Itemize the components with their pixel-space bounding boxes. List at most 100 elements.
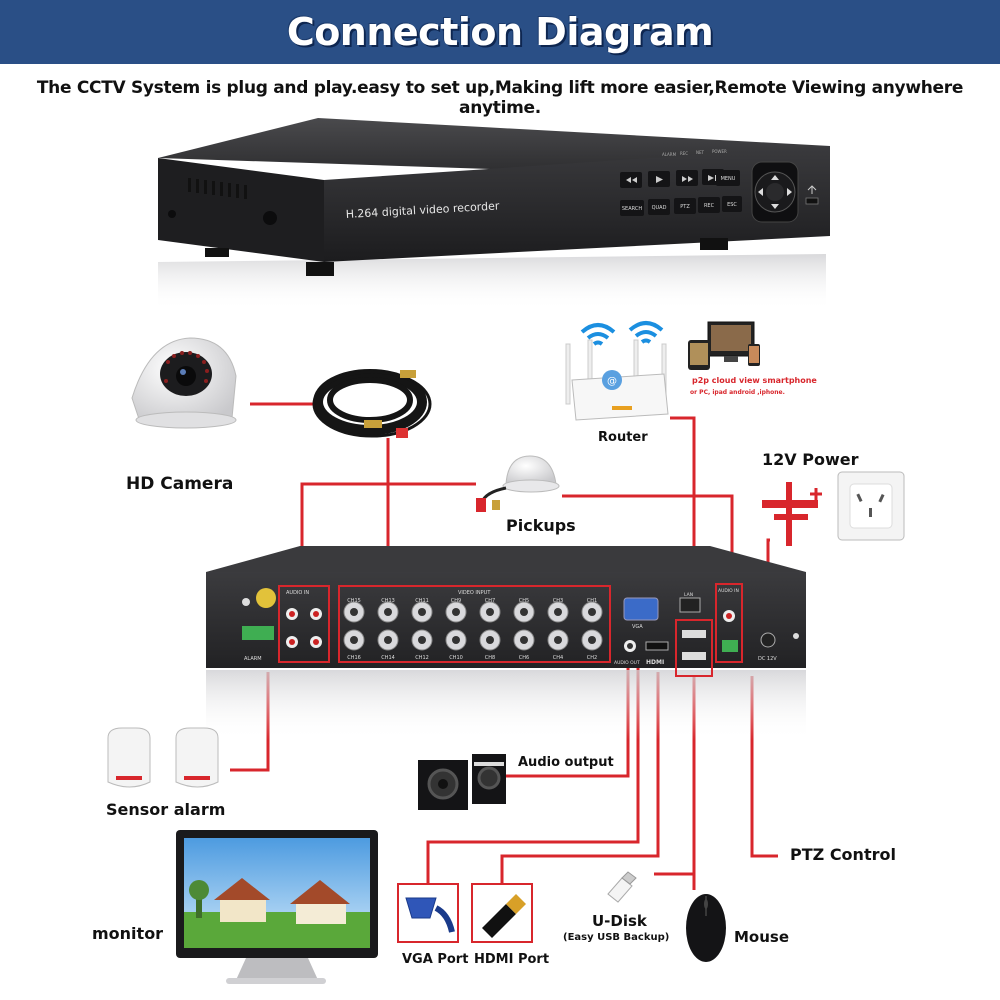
video-input-label: VIDEO INPUT <box>458 590 491 596</box>
vga-port-label: VGA Port <box>402 952 469 967</box>
button-esc-label: ESC <box>727 202 737 208</box>
rewind-icon <box>626 177 637 183</box>
wire-hdmi <box>500 672 660 884</box>
channel-label: CH14 <box>381 655 395 661</box>
dvr-front: H.264 digital video recorder ALARM REC N… <box>158 118 830 310</box>
pickup-mic-image <box>476 455 560 512</box>
hdmi-port-image <box>471 883 533 943</box>
button-rec-label: REC <box>704 203 715 209</box>
sensor-alarm-image <box>107 727 219 788</box>
channel-label: CH4 <box>553 655 563 661</box>
hdmi-connector <box>645 641 669 651</box>
bnc-pin <box>588 608 596 616</box>
channel-label: CH1 <box>587 598 597 604</box>
wire-vga <box>426 650 640 884</box>
udisk-image <box>607 871 637 903</box>
dc-label: DC 12V <box>758 656 777 662</box>
power-symbol <box>762 482 822 546</box>
button-menu[interactable] <box>716 170 740 186</box>
forward-icon <box>682 176 693 182</box>
channel-label: CH6 <box>519 655 529 661</box>
channel-label: CH10 <box>449 655 463 661</box>
indicator-alarm: ALARM <box>662 152 677 157</box>
hd-camera-label: HD Camera <box>126 474 234 494</box>
button-rec[interactable] <box>698 197 720 213</box>
audio-in-left-jacks <box>286 608 322 648</box>
bnc-pin <box>486 608 494 616</box>
channel-label: CH7 <box>485 598 495 604</box>
fan-sticker <box>256 588 276 608</box>
hdmi-port-label: HDMI Port <box>474 952 550 967</box>
lan-port <box>679 597 701 613</box>
bnc-pin <box>418 608 426 616</box>
dvr-side-vents <box>188 178 247 199</box>
dvr-foot <box>205 248 229 257</box>
mouse-label: Mouse <box>734 928 790 946</box>
channel-label: CH11 <box>415 598 429 604</box>
p2p-label: p2p cloud view smartphone <box>692 376 817 385</box>
video-input-box <box>338 585 611 663</box>
ptz-control-label: PTZ Control <box>790 845 896 864</box>
dc-jack <box>760 632 776 648</box>
speakers-image <box>418 754 506 810</box>
usb-box <box>675 619 713 677</box>
dvr-side-screw <box>263 211 277 225</box>
indicator-net: NET <box>696 150 705 155</box>
bnc-pin <box>350 636 358 644</box>
monitor-label: monitor <box>92 924 164 943</box>
button-esc[interactable] <box>722 196 742 212</box>
header-banner: Connection Diagram <box>0 0 1000 64</box>
button-quad[interactable] <box>648 199 670 215</box>
lan-label: LAN <box>684 592 693 598</box>
audio-in-right-label: AUDIO IN <box>718 588 739 594</box>
button-ptz[interactable] <box>674 198 696 214</box>
front-usb-port <box>805 197 819 205</box>
p2p-devices-image <box>688 321 760 370</box>
wire-router-lan <box>670 416 696 598</box>
bnc-pin <box>452 636 460 644</box>
bnc-pin <box>554 636 562 644</box>
page-title: Connection Diagram <box>286 10 714 54</box>
dvr-back-top <box>206 546 806 572</box>
channel-label: CH8 <box>485 655 495 661</box>
channel-label: CH5 <box>519 598 529 604</box>
bnc-pin <box>452 608 460 616</box>
indicator-power: POWER <box>712 149 727 154</box>
bnc-pin <box>554 608 562 616</box>
udisk-label: U-Disk <box>592 912 647 930</box>
dvr-side-screw-2 <box>168 210 176 218</box>
sensor-alarm-label: Sensor alarm <box>106 800 226 819</box>
next-icon <box>708 175 717 181</box>
monitor-image <box>176 830 378 984</box>
usb-icon <box>807 185 817 194</box>
button-search[interactable] <box>620 200 644 216</box>
bnc-pin <box>520 608 528 616</box>
dvr-menu-buttons: SEARCH QUAD PTZ REC ESC MENU <box>620 170 742 216</box>
audio-in-right-box <box>715 583 743 663</box>
play-icon <box>656 176 663 183</box>
audio-in-left-box <box>278 585 330 663</box>
hdmi-label: HDMI <box>646 659 664 666</box>
button-ptz-label: PTZ <box>680 204 690 210</box>
dvr-indicators: ALARM REC NET POWER <box>662 149 727 157</box>
channel-label: CH12 <box>415 655 429 661</box>
channel-label: CH13 <box>381 598 395 604</box>
channel-label: CH16 <box>347 655 361 661</box>
channel-label: CH2 <box>587 655 597 661</box>
audio-in-left-label: AUDIO IN <box>286 590 309 596</box>
p2p-sublabel: or PC, ipad android ,iphone. <box>690 389 785 396</box>
router-label: Router <box>598 430 648 445</box>
dvr-nav-wheel[interactable] <box>751 161 799 223</box>
bnc-row-bottom: CH16 CH14 CH12 CH10 CH8 CH6 CH4 CH2 <box>343 629 603 661</box>
button-search-label: SEARCH <box>622 206 642 212</box>
bnc-pin <box>588 636 596 644</box>
udisk-sublabel: (Easy USB Backup) <box>563 932 670 943</box>
button-quad-label: QUAD <box>652 205 667 211</box>
button-forward[interactable] <box>676 170 698 186</box>
wall-socket-image <box>837 471 905 541</box>
usb-port-1 <box>682 630 706 638</box>
dvr-back-reflection <box>206 670 806 740</box>
dvr-foot <box>700 238 728 250</box>
